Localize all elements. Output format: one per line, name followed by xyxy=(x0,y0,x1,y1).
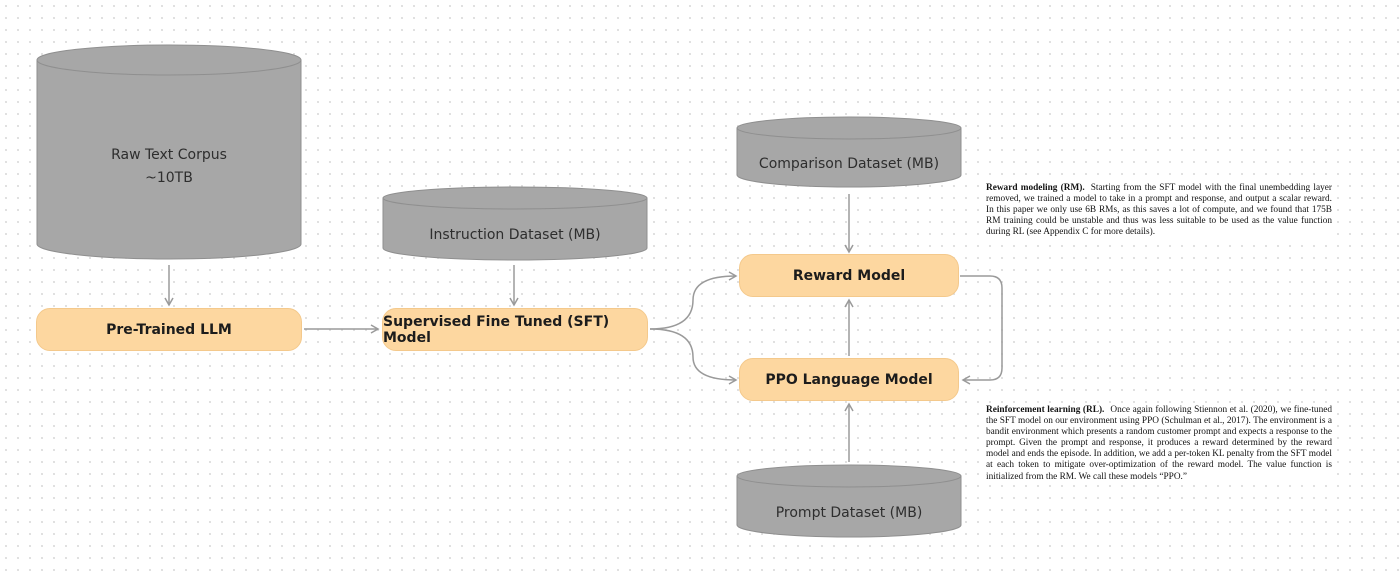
reinforcement-learning-excerpt: Reinforcement learning (RL).Once again f… xyxy=(986,405,1332,483)
reinforcement-learning-heading: Reinforcement learning (RL). xyxy=(986,405,1105,415)
arrow-sft-to-reward xyxy=(649,271,738,330)
raw-text-corpus-size: ~10TB xyxy=(145,170,193,186)
raw-text-corpus-label: Raw Text Corpus ~10TB xyxy=(36,144,302,190)
reward-modeling-excerpt: Reward modeling (RM).Starting from the S… xyxy=(986,183,1332,239)
comparison-dataset-cylinder: Comparison Dataset (MB) xyxy=(736,116,962,188)
raw-text-corpus-cylinder: Raw Text Corpus ~10TB xyxy=(36,44,302,260)
arrow-sft-to-ppo xyxy=(649,328,738,385)
cylinder-shape xyxy=(736,116,962,188)
ppo-language-model-box: PPO Language Model xyxy=(739,358,959,401)
prompt-dataset-label: Prompt Dataset (MB) xyxy=(775,505,923,521)
instruction-dataset-cylinder: Instruction Dataset (MB) xyxy=(382,186,648,262)
sft-model-box: Supervised Fine Tuned (SFT) Model xyxy=(382,308,648,351)
reward-model-box: Reward Model xyxy=(739,254,959,297)
comparison-dataset-label: Comparison Dataset (MB) xyxy=(758,156,940,172)
arrow-reward-to-ppo-loop xyxy=(960,275,1003,385)
instruction-dataset-label: Instruction Dataset (MB) xyxy=(429,227,601,243)
reward-modeling-heading: Reward modeling (RM). xyxy=(986,183,1085,193)
cylinder-shape xyxy=(36,44,302,260)
pretrained-llm-box: Pre-Trained LLM xyxy=(36,308,302,351)
reward-modeling-body: Starting from the SFT model with the fin… xyxy=(986,183,1332,238)
reinforcement-learning-body: Once again following Stiennon et al. (20… xyxy=(986,405,1332,482)
cylinder-shape xyxy=(736,464,962,538)
raw-text-corpus-title: Raw Text Corpus xyxy=(111,147,227,163)
prompt-dataset-cylinder: Prompt Dataset (MB) xyxy=(736,464,962,538)
cylinder-shape xyxy=(382,186,648,261)
